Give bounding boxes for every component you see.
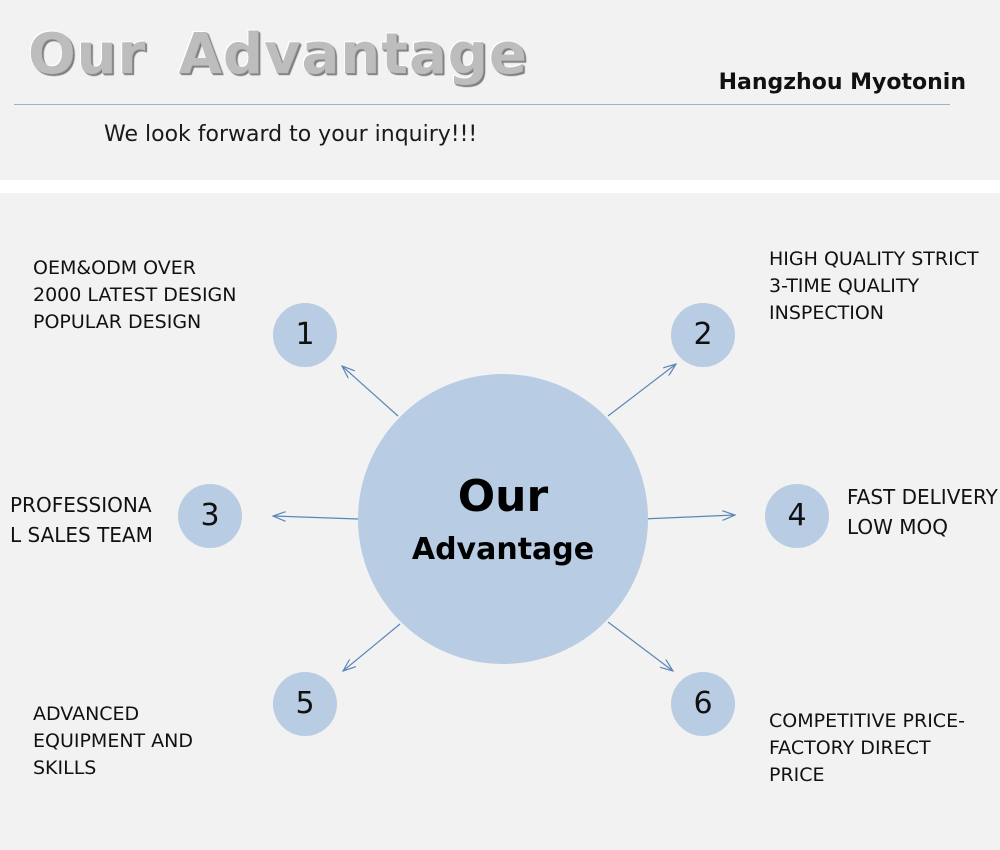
advantage-3-line-2: L SALES TEAM — [10, 523, 153, 547]
arrow-to-2 — [607, 364, 676, 417]
advantage-text-5: ADVANCED EQUIPMENT AND SKILLS — [33, 701, 193, 782]
advantage-2-line-3: INSPECTION — [769, 302, 884, 324]
advantage-number-2: 2 — [671, 303, 735, 367]
advantage-text-6: COMPETITIVE PRICE- FACTORY DIRECT PRICE — [769, 708, 965, 789]
advantage-text-2: HIGH QUALITY STRICT 3-TIME QUALITY INSPE… — [769, 246, 979, 327]
arrow-to-5 — [343, 623, 401, 671]
center-advantage-circle: Our Advantage — [358, 374, 648, 664]
advantage-text-1: OEM&ODM OVER 2000 LATEST DESIGN POPULAR … — [33, 255, 237, 336]
advantage-text-4: FAST DELIVERY LOW MOQ — [847, 482, 998, 542]
advantage-6-line-2: FACTORY DIRECT — [769, 737, 931, 759]
advantage-number-3: 3 — [178, 484, 242, 548]
advantage-6-line-3: PRICE — [769, 764, 825, 786]
advantage-1-line-2: 2000 LATEST DESIGN — [33, 284, 237, 306]
advantage-1-line-1: OEM&ODM OVER — [33, 257, 197, 279]
advantage-number-5: 5 — [273, 672, 337, 736]
center-title-line2: Advantage — [411, 532, 595, 567]
advantage-2-line-1: HIGH QUALITY STRICT — [769, 248, 979, 270]
advantage-5-line-2: EQUIPMENT AND — [33, 730, 194, 752]
header-panel: Our Advantage Hangzhou Myotonin We look … — [0, 0, 1000, 180]
advantage-5-line-1: ADVANCED — [33, 703, 140, 725]
advantage-text-3: PROFESSIONA L SALES TEAM — [10, 490, 153, 550]
arrow-to-3 — [273, 516, 359, 519]
advantage-5-line-3: SKILLS — [33, 757, 97, 779]
advantage-3-line-1: PROFESSIONA — [10, 493, 152, 517]
advantage-4-line-1: FAST DELIVERY — [847, 485, 998, 509]
page-subtitle: We look forward to your inquiry!!! — [104, 122, 478, 147]
arrow-to-4 — [641, 515, 735, 519]
advantage-number-1: 1 — [273, 303, 337, 367]
company-name: Hangzhou Myotonin — [718, 70, 966, 95]
page-title: Our Advantage — [28, 22, 528, 87]
arrow-to-1 — [342, 366, 399, 417]
center-title-line1: Our — [457, 471, 549, 522]
advantage-number-6: 6 — [671, 672, 735, 736]
advantage-1-line-3: POPULAR DESIGN — [33, 311, 202, 333]
arrow-to-6 — [607, 621, 673, 671]
advantage-4-line-2: LOW MOQ — [847, 515, 949, 539]
advantage-6-line-1: COMPETITIVE PRICE- — [769, 710, 965, 732]
advantage-2-line-2: 3-TIME QUALITY — [769, 275, 920, 297]
advantage-number-4: 4 — [765, 484, 829, 548]
header-divider — [14, 104, 950, 105]
